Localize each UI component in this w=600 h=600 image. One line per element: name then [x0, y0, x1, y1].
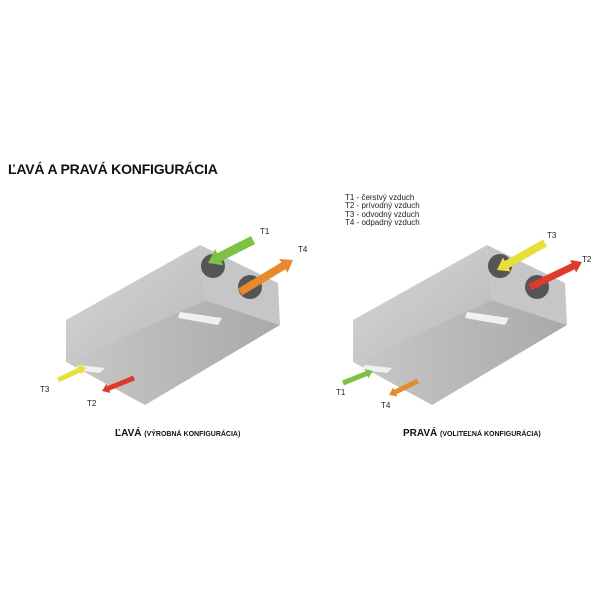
left-arrow-t4-icon [237, 258, 293, 296]
legend: T1 - čerstvý vzduch T2 - prívodný vzduch… [345, 193, 420, 227]
right-caption-sub: (VOLITEĽNÁ KONFIGURÁCIA) [440, 431, 541, 438]
left-label-t1: T1 [260, 227, 270, 236]
legend-item-t3: T3 - odvodný vzduch [345, 209, 420, 219]
right-arrow-t4-icon [389, 378, 420, 397]
right-label-t1: T1 [336, 388, 346, 397]
left-label-t3: T3 [40, 385, 50, 394]
left-label-t2: T2 [87, 399, 97, 408]
right-arrow-t1-icon [342, 368, 373, 386]
right-arrow-t3-icon [497, 239, 547, 272]
right-label-t3: T3 [547, 231, 557, 240]
legend-item-t1: T1 - čerstvý vzduch [345, 193, 415, 202]
left-unit [66, 245, 280, 405]
page-title: ĽAVÁ A PRAVÁ KONFIGURÁCIA [8, 161, 218, 177]
right-label-t2: T2 [582, 255, 592, 264]
left-label-t4: T4 [298, 245, 308, 254]
left-arrow-t3-icon [56, 365, 86, 383]
right-caption-title: PRAVÁ [403, 428, 438, 439]
legend-item-t2: T2 - prívodný vzduch [345, 201, 420, 211]
left-arrow-t2-icon [102, 375, 135, 393]
left-arrow-t1-icon [208, 235, 256, 266]
legend-item-t4: T4 - odpadný vzduch [345, 217, 420, 227]
left-caption-title: ĽAVÁ [115, 428, 142, 439]
right-label-t4: T4 [381, 401, 391, 410]
left-caption-sub: (VÝROBNÁ KONFIGURÁCIA) [144, 431, 241, 438]
right-arrow-t2-icon [528, 259, 582, 291]
left-caption: ĽAVÁ (VÝROBNÁ KONFIGURÁCIA) [115, 428, 240, 439]
right-caption: PRAVÁ (VOLITEĽNÁ KONFIGURÁCIA) [403, 428, 541, 439]
right-unit [353, 245, 567, 405]
